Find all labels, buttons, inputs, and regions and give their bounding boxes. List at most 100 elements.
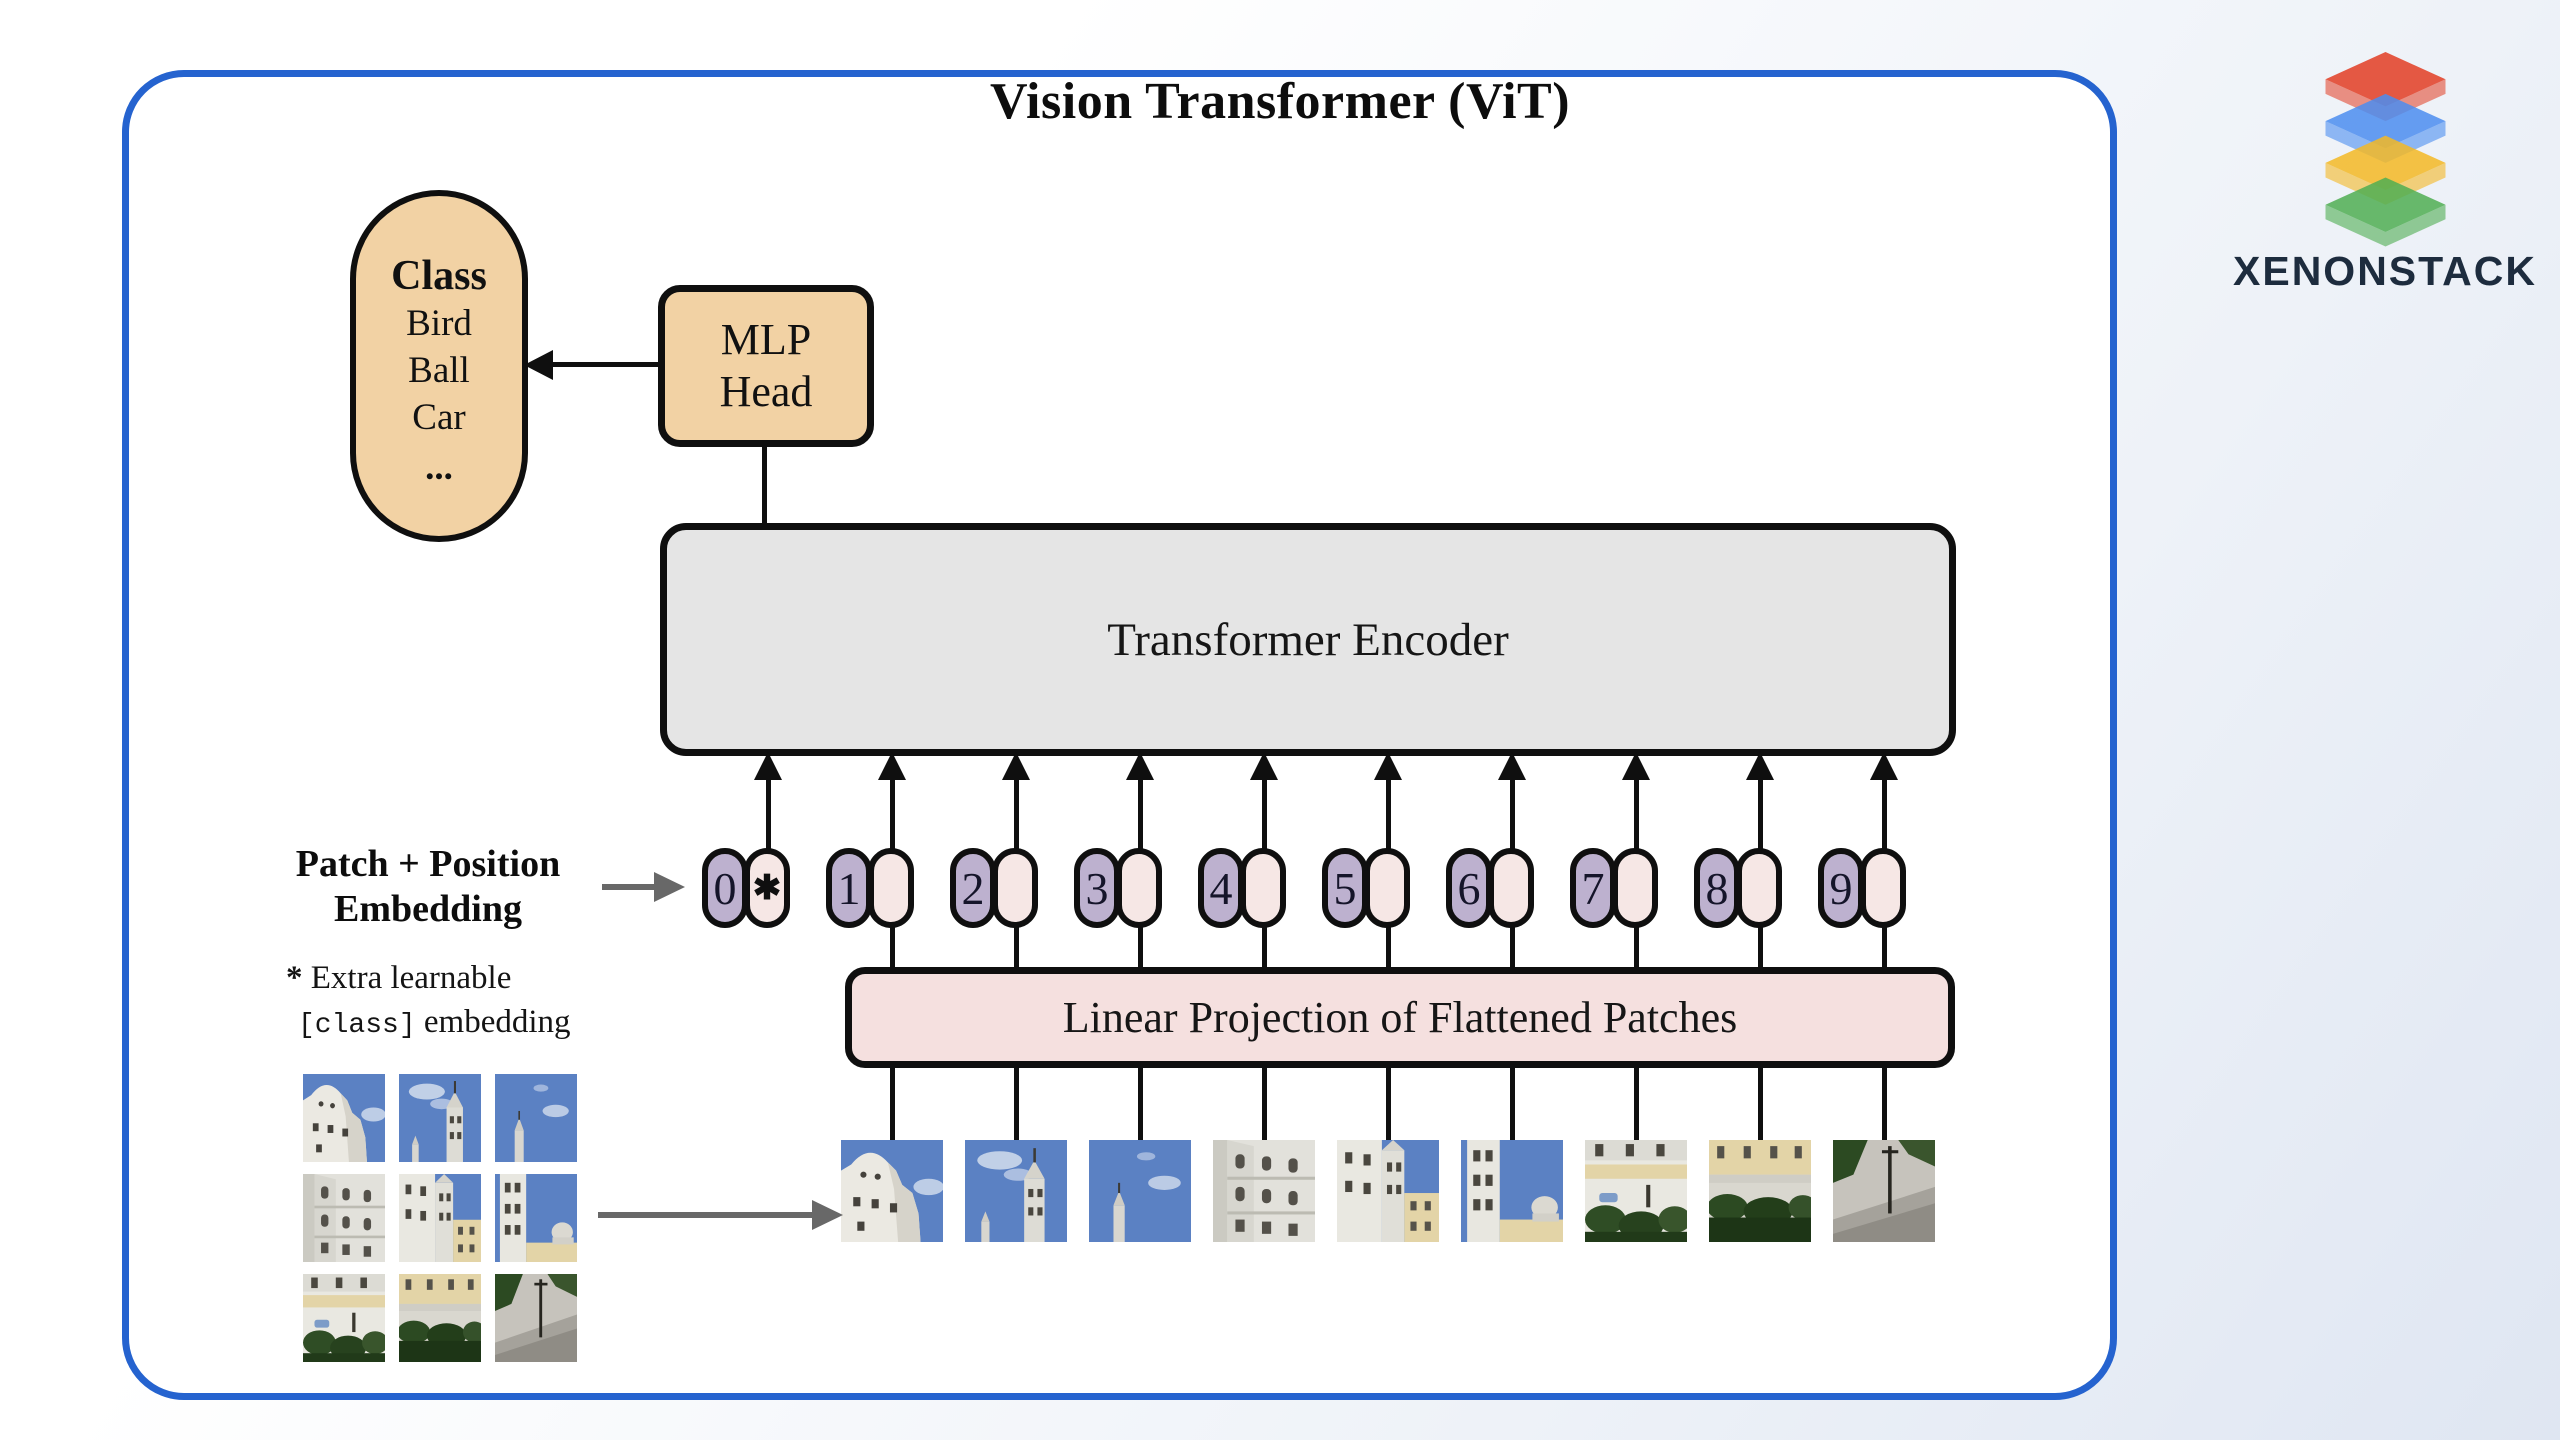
patch-embedding-slot [1736,848,1782,928]
mlp-to-class-arrowhead-icon [524,350,553,380]
position-token-1: 1 [826,848,872,928]
class-item: Ball [408,350,470,391]
projection-token-connector [1634,926,1639,969]
linear-projection-label: Linear Projection of Flattened Patches [1062,993,1738,1042]
flattened-patch-2 [965,1140,1067,1242]
projection-token-connector [1138,926,1143,969]
transformer-encoder-label: Transformer Encoder [1107,613,1509,666]
flattened-patch-1 [841,1140,943,1242]
patch-embedding-slot [1240,848,1286,928]
projection-token-connector [1014,926,1019,969]
grid-patch-5 [399,1174,481,1262]
token-arrowhead-icon [1250,752,1278,780]
label-to-token-arrowhead-icon [654,872,685,902]
patch-position-line2: Embedding [334,888,522,930]
flattened-patch-4 [1213,1140,1315,1242]
patch-projection-connector [1882,1065,1887,1143]
linear-projection-node: Linear Projection of Flattened Patches [845,967,1955,1068]
token-arrowhead-icon [1002,752,1030,780]
footnote-line1: * Extra learnable [286,956,571,1000]
token-arrowhead-icon [1870,752,1898,780]
projection-token-connector [1510,926,1515,969]
token-arrow-shaft [1386,778,1391,850]
token-arrow-shaft [766,778,771,850]
class-item: Car [412,397,466,438]
patch-embedding-slot [992,848,1038,928]
token-arrowhead-icon [1498,752,1526,780]
token-arrowhead-icon [878,752,906,780]
class-item: Bird [406,303,472,344]
patch-projection-connector [1758,1065,1763,1143]
mlp-head-line1: MLP [720,315,812,364]
token-arrowhead-icon [1374,752,1402,780]
token-arrowhead-icon [754,752,782,780]
grid-patch-2 [399,1074,481,1162]
flattened-patch-6 [1461,1140,1563,1242]
patch-projection-connector [890,1065,895,1143]
position-token-9: 9 [1818,848,1864,928]
position-token-8: 8 [1694,848,1740,928]
patch-projection-connector [1262,1065,1267,1143]
class-embedding-footnote: * Extra learnable [class] embedding [286,956,571,1048]
grid-patch-6 [495,1174,577,1262]
mlp-encoder-connector [762,443,767,527]
class-label: Class [391,253,487,299]
flattened-patch-5 [1337,1140,1439,1242]
patch-position-embedding-label: Patch + Position Embedding [262,842,594,932]
position-token-3: 3 [1074,848,1120,928]
flattened-patch-7 [1585,1140,1687,1242]
xenonstack-wordmark: XENONSTACK [2233,248,2537,294]
position-token-7: 7 [1570,848,1616,928]
position-token-4: 4 [1198,848,1244,928]
projection-token-connector [1262,926,1267,969]
grid-patch-3 [495,1074,577,1162]
position-token-5: 5 [1322,848,1368,928]
token-arrow-shaft [1510,778,1515,850]
mlp-head-node: MLP Head [658,285,874,447]
patch-embedding-slot [1488,848,1534,928]
input-image-patch-grid [303,1074,577,1362]
footnote-star: * [286,960,303,996]
patch-projection-connector [1386,1065,1391,1143]
transformer-encoder-node: Transformer Encoder [660,523,1956,756]
xenonstack-layers-icon [2325,52,2445,247]
patch-embedding-slot [1364,848,1410,928]
projection-token-connector [1758,926,1763,969]
token-arrow-shaft [1758,778,1763,850]
class-item-ellipsis: ... [425,447,453,488]
footnote-code: [class] [298,1010,416,1041]
token-arrow-shaft [1138,778,1143,850]
patch-projection-connector [1138,1065,1143,1143]
patch-embedding-slot [868,848,914,928]
token-arrowhead-icon [1746,752,1774,780]
grid-patch-8 [399,1274,481,1362]
flattened-patch-3 [1089,1140,1191,1242]
token-arrowhead-icon [1622,752,1650,780]
token-arrow-shaft [1634,778,1639,850]
token-arrow-shaft [1882,778,1887,850]
label-to-token-arrow-shaft [602,884,656,890]
projection-token-connector [890,926,895,969]
diagram-title: Vision Transformer (ViT) [989,73,1571,130]
patch-position-line1: Patch + Position [295,843,561,885]
grid-to-patches-arrowhead-icon [812,1200,843,1230]
mlp-to-class-arrow-shaft [548,362,658,367]
patch-embedding-slot [1116,848,1162,928]
flattened-patch-8 [1709,1140,1811,1242]
footnote-text1: Extra learnable [310,960,512,996]
token-arrow-shaft [890,778,895,850]
grid-patch-9 [495,1274,577,1362]
position-token-2: 2 [950,848,996,928]
footnote-line2: [class] embedding [286,1000,571,1048]
class-output-node: Class Bird Ball Car ... [350,190,528,542]
patch-projection-connector [1014,1065,1019,1143]
position-token-6: 6 [1446,848,1492,928]
grid-patch-4 [303,1174,385,1262]
token-arrow-shaft [1262,778,1267,850]
grid-to-patches-arrow-shaft [598,1212,814,1218]
projection-token-connector [1386,926,1391,969]
patch-embedding-slot [1612,848,1658,928]
projection-token-connector [1882,926,1887,969]
footnote-text2: embedding [423,1004,571,1040]
